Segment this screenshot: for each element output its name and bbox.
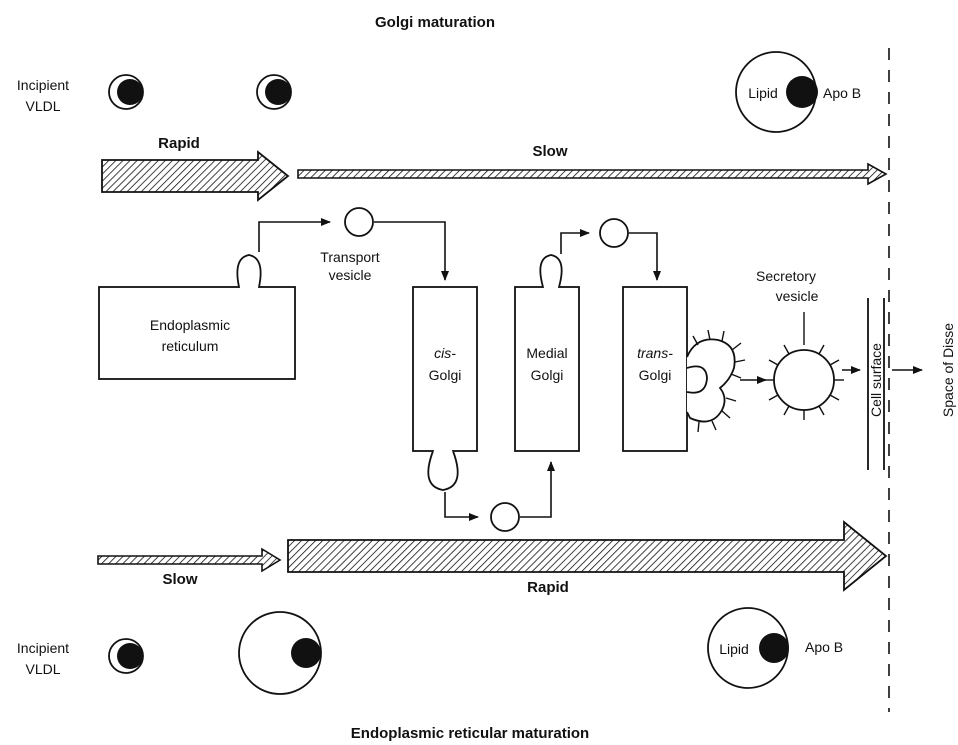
trans-golgi-label-line1: trans- bbox=[637, 345, 673, 361]
transport-vesicle-upper-right bbox=[599, 218, 629, 248]
title-golgi-maturation: Golgi maturation bbox=[375, 14, 495, 31]
incipient-vldl-bottom-label-line1: Incipient bbox=[17, 640, 69, 656]
rapid-bottom-label: Rapid bbox=[527, 579, 569, 596]
cell-surface-membrane bbox=[867, 298, 885, 470]
lipid-bottom-label: Lipid bbox=[719, 641, 749, 657]
er-to-vesicle-arrow bbox=[258, 218, 331, 252]
rapid-arrow-bottom bbox=[287, 520, 888, 592]
cis-golgi-label-line1: cis- bbox=[434, 345, 456, 361]
trans-golgi-label-line2: Golgi bbox=[639, 367, 672, 383]
incipient-vldl-top-label-line1: Incipient bbox=[17, 77, 69, 93]
cis-golgi-label-line2: Golgi bbox=[429, 367, 462, 383]
er-label-line2: reticulum bbox=[162, 338, 219, 354]
vesicle-to-cis-arrow bbox=[374, 221, 449, 281]
secretory-vesicle bbox=[764, 312, 844, 420]
cis-to-vesicle-arrow bbox=[444, 492, 479, 521]
rapid-arrow-top bbox=[101, 150, 290, 202]
slow-arrow-bottom bbox=[97, 547, 282, 573]
slow-bottom-label: Slow bbox=[162, 571, 197, 588]
mature-vldl-bottom bbox=[707, 607, 789, 689]
space-of-disse-label: Space of Disse bbox=[940, 323, 956, 417]
vesicle-to-trans-arrow bbox=[629, 232, 661, 281]
transport-vesicle-bottom bbox=[490, 502, 520, 532]
secretory-vesicle-label-line1: Secretory bbox=[756, 268, 816, 284]
transport-vesicle-label-line2: vesicle bbox=[329, 267, 372, 283]
secretory-vesicle-label-line2: vesicle bbox=[776, 288, 819, 304]
vesicle-to-medial-arrow bbox=[520, 461, 555, 518]
transport-vesicle-top bbox=[344, 207, 374, 237]
cis-golgi-box bbox=[412, 286, 478, 491]
endoplasmic-reticulum-box bbox=[98, 254, 296, 380]
medial-to-vesicle-arrow bbox=[560, 229, 590, 254]
apob-top-label: Apo B bbox=[823, 85, 861, 101]
mature-vldl-top bbox=[735, 51, 818, 133]
cell-surface-label: Cell surface bbox=[868, 343, 884, 417]
er-label-line1: Endoplasmic bbox=[150, 317, 230, 333]
slow-arrow-top bbox=[297, 162, 888, 186]
medial-golgi-label-line1: Medial bbox=[526, 345, 567, 361]
incipient-vldl-bottom-label-line2: VLDL bbox=[25, 661, 60, 677]
title-er-maturation: Endoplasmic reticular maturation bbox=[351, 725, 589, 742]
incipient-particle-bottom bbox=[108, 638, 144, 674]
transport-vesicle-label-line1: Transport bbox=[320, 249, 380, 265]
incipient-particle-top-2 bbox=[256, 74, 292, 110]
slow-top-label: Slow bbox=[532, 143, 567, 160]
lipid-top-label: Lipid bbox=[748, 85, 778, 101]
medial-golgi-box bbox=[514, 254, 580, 452]
medial-golgi-label-line2: Golgi bbox=[531, 367, 564, 383]
maturing-particle-bottom bbox=[238, 611, 322, 695]
rapid-top-label: Rapid bbox=[158, 135, 200, 152]
incipient-particle-top-1 bbox=[108, 74, 144, 110]
incipient-vldl-top-label-line2: VLDL bbox=[25, 98, 60, 114]
apob-bottom-label: Apo B bbox=[805, 639, 843, 655]
budding-secretory-vesicle bbox=[686, 329, 746, 433]
